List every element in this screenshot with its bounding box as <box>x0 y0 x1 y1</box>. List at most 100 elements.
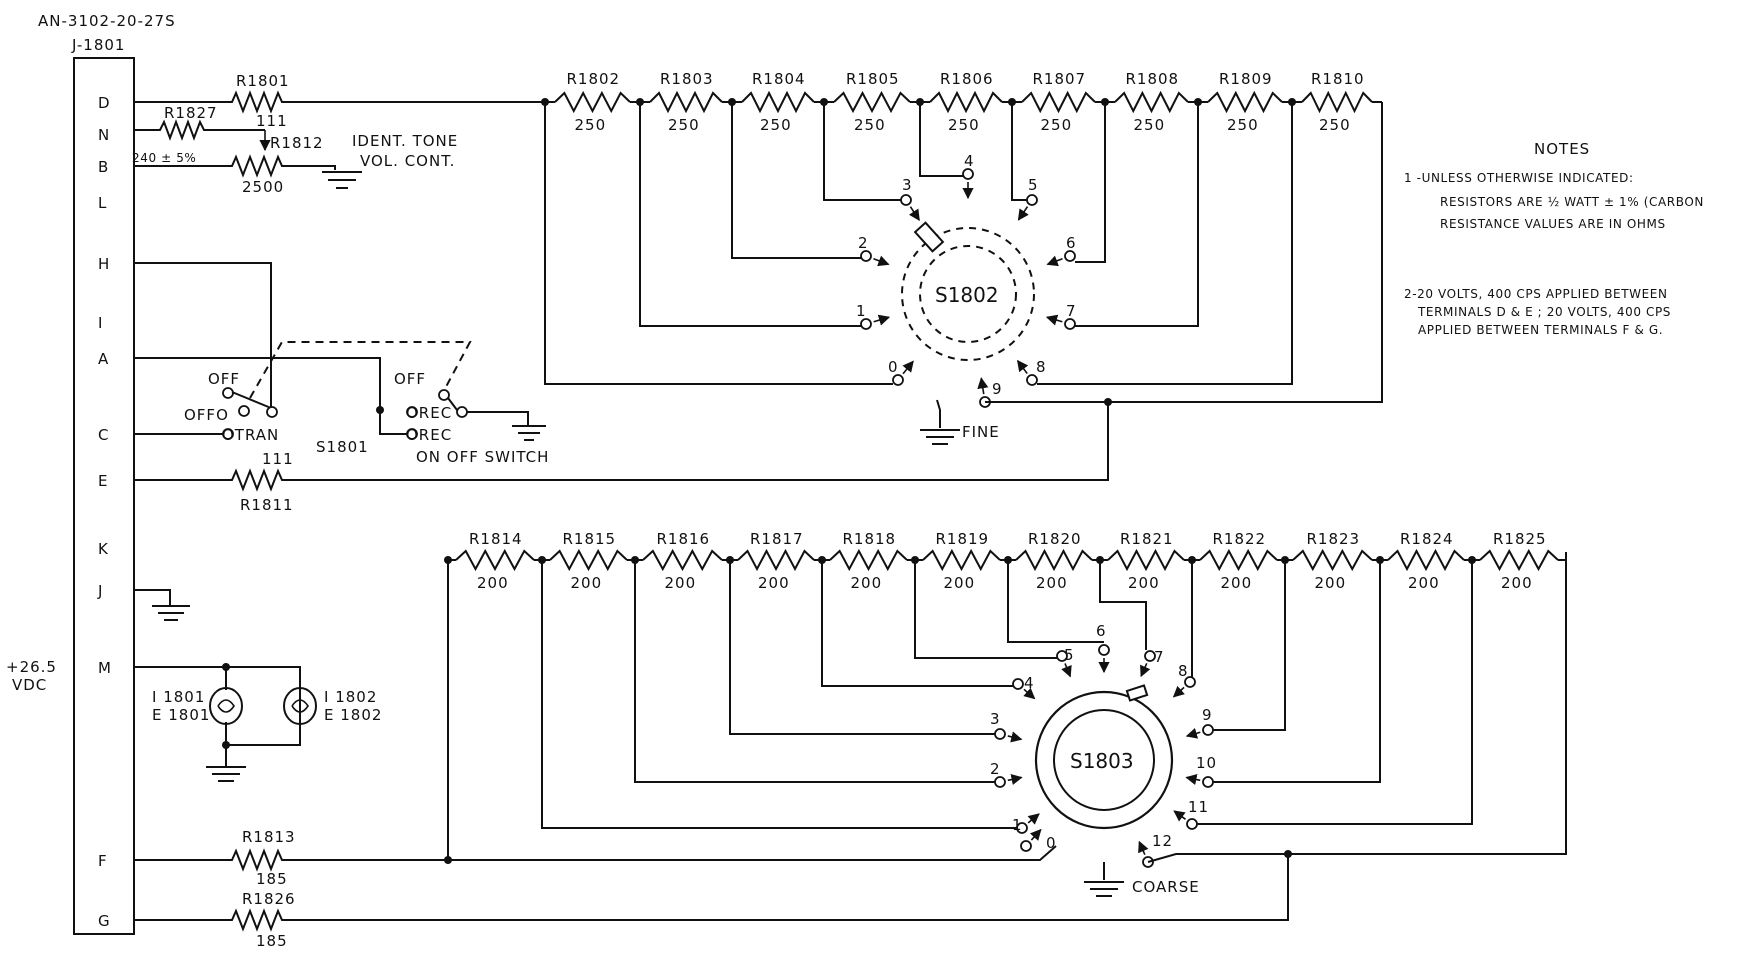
resistor-value: 250 <box>1227 116 1259 134</box>
pin-label: M <box>98 659 112 677</box>
s1801-rec2-terminal <box>406 428 418 440</box>
resistor-r1813-value: 185 <box>256 870 288 888</box>
s1802-terminal <box>1064 250 1076 262</box>
s1802-terminal <box>1064 318 1076 330</box>
s1802-position-label: 8 <box>1036 358 1047 376</box>
ground-icon <box>1084 881 1124 897</box>
resistor-value: 250 <box>760 116 792 134</box>
s1803-position-label: 8 <box>1178 662 1189 680</box>
s1802-position-label: 3 <box>902 176 913 194</box>
wire-s1801-rec <box>379 410 412 435</box>
s1802-contact-arrow <box>908 206 920 221</box>
resistor-ref: R1815 <box>563 530 617 548</box>
resistor-value: 200 <box>1501 574 1533 592</box>
s1803-contact-arrow <box>1007 731 1023 743</box>
s1802-contact-arrow <box>977 377 989 395</box>
resistor-symbol <box>1114 90 1189 114</box>
s1803-position-label: 12 <box>1152 832 1173 850</box>
s1801-rec1-terminal <box>406 406 418 418</box>
s1802-contact-arrow <box>1017 206 1029 221</box>
s1802-position-label: 9 <box>992 380 1003 398</box>
s1802-position-label: 2 <box>858 234 869 252</box>
wire-f-s1803-pos0 <box>448 845 1057 861</box>
resistor-symbol <box>1207 90 1283 114</box>
s1803-outer-ring <box>1034 690 1174 830</box>
s1803-terminal <box>1202 776 1214 788</box>
pin-label: L <box>98 194 107 212</box>
lamp-i1801-sub: E 1801 <box>152 706 210 724</box>
resistor-symbol <box>1387 548 1465 572</box>
wire-coarse-tap <box>541 560 1017 829</box>
s1803-terminal <box>1202 724 1214 736</box>
s1802-terminal <box>1026 374 1038 386</box>
lamp-i1802-ref: I 1802 <box>324 688 377 706</box>
s1803-ref-label: S1803 <box>1070 749 1134 773</box>
resistor-ref: R1822 <box>1213 530 1267 548</box>
s1803-wiper <box>1125 684 1149 702</box>
s1802-wiper <box>913 221 945 253</box>
wire-g-r1826 <box>134 854 1289 932</box>
resistor-value: 200 <box>1315 574 1347 592</box>
s1801-off-label: OFF <box>208 370 240 388</box>
wire-j-ground <box>134 589 171 606</box>
resistor-symbol <box>554 90 631 114</box>
s1803-terminal <box>994 728 1006 740</box>
wire-coarse-tap <box>914 560 1057 659</box>
wire-coarse-tap <box>1213 560 1286 731</box>
pin-label: K <box>98 540 109 558</box>
resistor-symbol <box>549 548 628 572</box>
supply-unit-label: VDC <box>12 676 47 694</box>
wire-fine-tap <box>1037 102 1293 385</box>
resistor-r1827-ref: R1827 <box>164 104 218 122</box>
s1803-terminal <box>1056 650 1068 662</box>
s1802-position-label: 7 <box>1066 302 1077 320</box>
ground-icon <box>512 425 546 441</box>
s1802-inner-ring <box>919 245 1017 343</box>
s1802-contact-arrow <box>1045 314 1063 326</box>
wire-fine-tap <box>919 102 968 177</box>
resistor-value: 250 <box>668 116 700 134</box>
resistor-symbol <box>455 548 535 572</box>
supply-voltage-label: +26.5 <box>6 658 57 676</box>
s1803-position-label: 11 <box>1188 798 1209 816</box>
s1803-position-label: 10 <box>1196 754 1217 772</box>
connector-type-label: AN-3102-20-27S <box>38 12 176 30</box>
s1803-terminal <box>1098 644 1110 656</box>
s1802-contact-arrow <box>1046 255 1063 267</box>
wire-d-r1801 <box>134 90 545 114</box>
resistor-ref: R1825 <box>1493 530 1547 548</box>
resistor-r1812-ref: R1812 <box>270 134 324 152</box>
s1802-terminal <box>860 318 872 330</box>
s1803-contact-arrow <box>1061 663 1072 678</box>
resistor-value: 200 <box>571 574 603 592</box>
resistor-value: 200 <box>1408 574 1440 592</box>
s1802-position-label: 6 <box>1066 234 1077 252</box>
junction-dot <box>444 856 452 864</box>
resistor-r1827-symbol <box>134 119 265 141</box>
s1803-contact-arrow <box>1185 727 1201 739</box>
s1803-caption: COARSE <box>1132 878 1200 896</box>
resistor-value: 200 <box>665 574 697 592</box>
s1803-position-label: 1 <box>1012 816 1023 834</box>
s1802-position-label: 5 <box>1028 176 1039 194</box>
wire-coarse-tap <box>1213 560 1381 783</box>
s1802-position-label: 0 <box>888 358 899 376</box>
notes-title: NOTES <box>1534 140 1590 158</box>
fine-resistor-chain: R1802250R1803250R1804250R1805250R1806250… <box>541 70 1382 134</box>
wire-fine-tap <box>823 102 902 201</box>
s1803-contact-arrow <box>1172 685 1185 698</box>
resistor-symbol <box>1199 548 1278 572</box>
s1802-terminal <box>900 194 912 206</box>
coarse-resistor-chain: R1814200R1815200R1816200R1817200R1818200… <box>444 530 1566 860</box>
s1802-terminal <box>892 374 904 386</box>
s1803-terminal <box>994 776 1006 788</box>
